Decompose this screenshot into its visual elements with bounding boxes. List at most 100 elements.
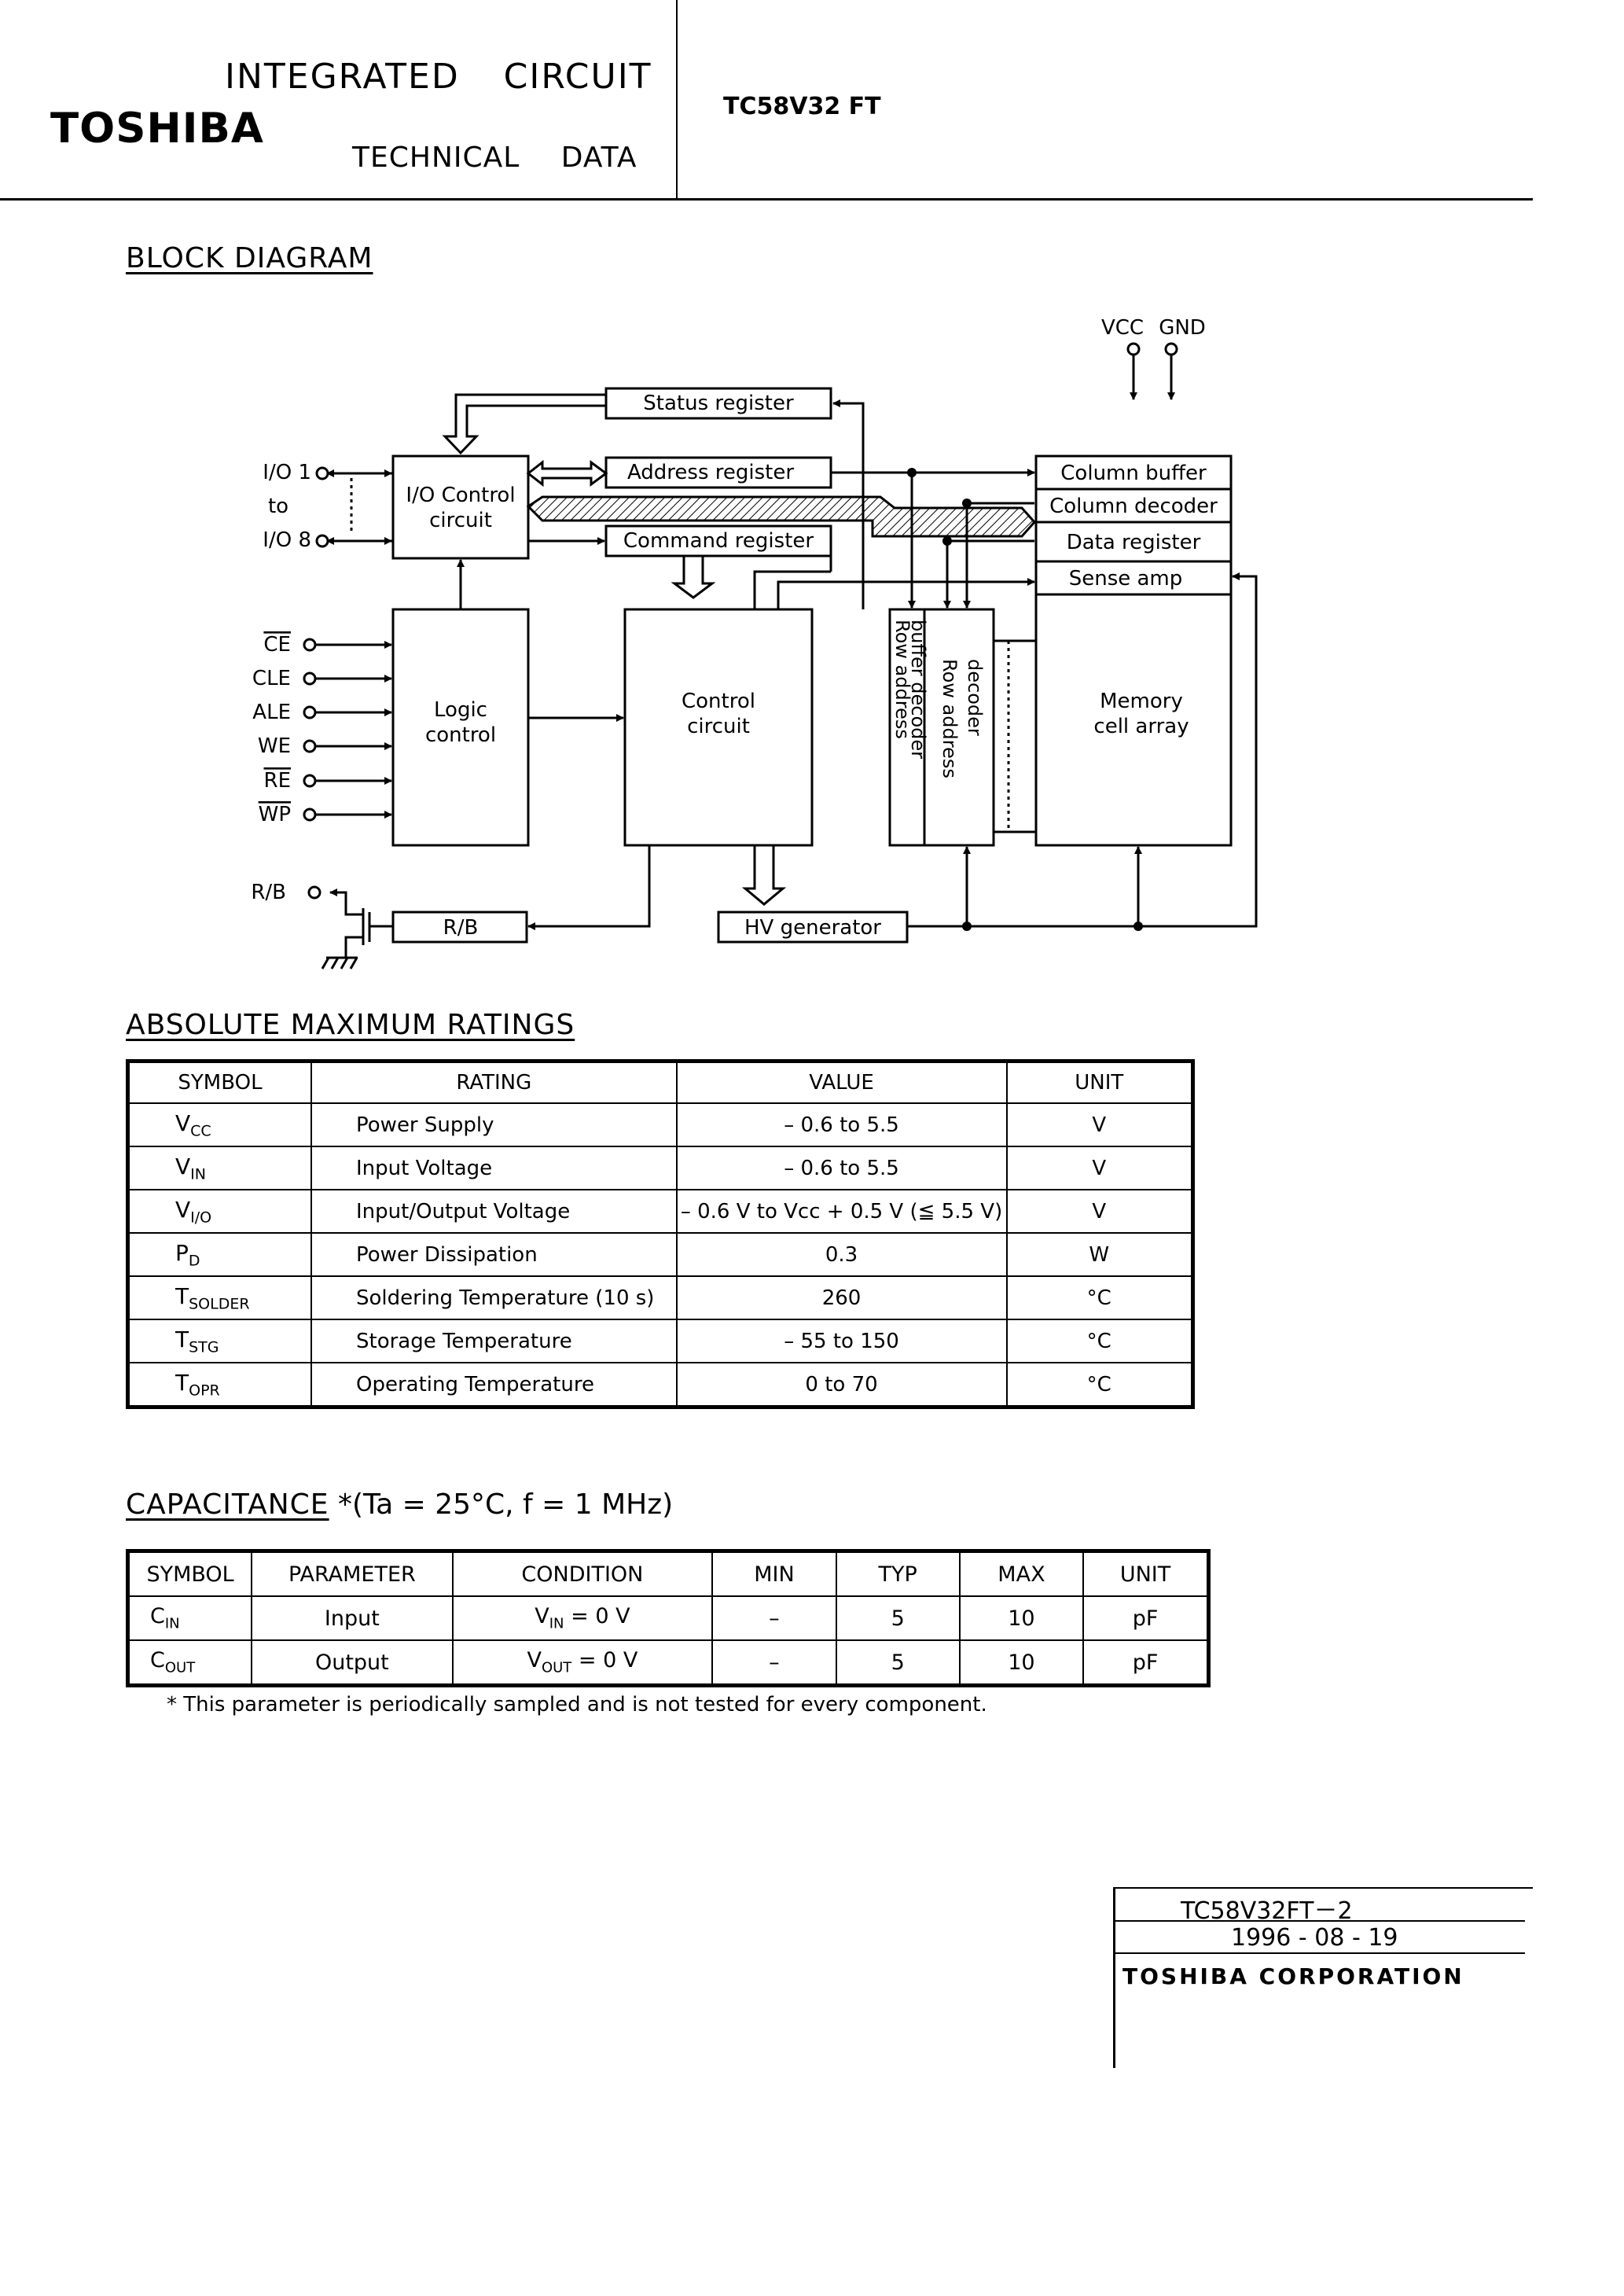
cle-label: CLE (252, 667, 291, 690)
header-cell: UNIT (1005, 1060, 1194, 1104)
header-cell: PARAMETER (251, 1550, 454, 1597)
rating-cell: Power Dissipation (310, 1232, 678, 1277)
rating-cell: Input Voltage (310, 1146, 678, 1190)
we-label: WE (258, 734, 291, 758)
header-cell: UNIT (1082, 1550, 1210, 1597)
condition-subscript: OUT (541, 1659, 572, 1676)
table-header-row: SYMBOL RATING VALUE UNIT (127, 1060, 1194, 1104)
table-header-row: SYMBOL PARAMETER CONDITION MIN TYP MAX U… (127, 1550, 1210, 1597)
symbol-subscript: I/O (190, 1209, 212, 1227)
symbol-cell: VI/O (127, 1189, 313, 1234)
symbol-subscript: IN (164, 1615, 180, 1632)
symbol-text: V (175, 1109, 191, 1136)
header-cell: VALUE (675, 1060, 1008, 1104)
control-circuit-box (623, 608, 814, 847)
min-cell: – (711, 1595, 837, 1641)
header-cell: TYP (835, 1550, 961, 1597)
io-to-label: to (268, 495, 288, 518)
re-label: RE (264, 769, 292, 793)
unit-cell: V (1005, 1146, 1194, 1190)
column-buffer-label: Column buffer (1060, 462, 1207, 485)
value-cell: – 0.6 to 5.5 (675, 1146, 1008, 1190)
symbol-cell: CIN (127, 1595, 253, 1641)
svg-text:cell array: cell array (1093, 715, 1189, 738)
symbol-cell: TOPR (127, 1362, 313, 1408)
header-cell: CONDITION (451, 1550, 714, 1597)
header-integrated-circuit: INTEGRATED CIRCUIT (225, 57, 652, 97)
sense-amp-label: Sense amp (1069, 567, 1183, 591)
header-cell: RATING (310, 1060, 678, 1104)
unit-cell: W (1005, 1232, 1194, 1277)
parameter-cell: Input (251, 1595, 454, 1641)
value-cell: 0 to 70 (675, 1362, 1008, 1408)
data-register-label: Data register (1067, 531, 1201, 554)
memory-cell-array-box (1034, 593, 1233, 847)
footer-rule (1113, 1952, 1525, 1954)
header-cell: MIN (711, 1550, 837, 1597)
row-address-decoder-box (923, 608, 995, 847)
symbol-cell: COUT (127, 1639, 253, 1687)
symbol-subscript: D (188, 1252, 200, 1270)
footer-date: 1996 - 08 - 19 (1231, 1924, 1398, 1952)
svg-text:buffer decoder: buffer decoder (907, 620, 929, 759)
header-cell: MAX (958, 1550, 1085, 1597)
condition-symbol: V (535, 1604, 549, 1629)
io8-label: I/O 8 (263, 528, 311, 552)
footer-rule (1113, 1887, 1115, 2068)
memory-cell-array-label: Memory (1100, 690, 1183, 713)
svg-text:decoder: decoder (964, 659, 986, 736)
symbol-cell: TSOLDER (127, 1275, 313, 1320)
symbol-cell: TSTG (127, 1319, 313, 1363)
block-diagram-title: BLOCK DIAGRAM (126, 242, 373, 274)
footer-rule (1113, 1920, 1525, 1922)
unit-cell: °C (1005, 1319, 1194, 1363)
part-number: TC58V32 FT (723, 93, 881, 120)
header-rule (0, 198, 1533, 201)
capacitance-note: * This parameter is periodically sampled… (167, 1693, 987, 1716)
symbol-subscript: OUT (164, 1659, 196, 1676)
abs-max-title: ABSOLUTE MAXIMUM RATINGS (126, 1009, 575, 1041)
value-cell: 0.3 (675, 1232, 1008, 1277)
capacitance-table: SYMBOL PARAMETER CONDITION MIN TYP MAX U… (126, 1549, 1211, 1687)
header-cell: SYMBOL (127, 1550, 253, 1597)
unit-cell: °C (1005, 1275, 1194, 1320)
symbol-subscript: IN (190, 1165, 206, 1183)
capacitance-condition: *(Ta = 25°C, f = 1 MHz) (338, 1488, 674, 1521)
symbol-text: T (175, 1282, 189, 1309)
io-control-box (391, 454, 530, 560)
header-cell: SYMBOL (127, 1060, 313, 1104)
condition-cell: VOUT = 0 V (451, 1639, 714, 1687)
row-address-buffer-label: Row address (891, 620, 913, 739)
symbol-cell: VCC (127, 1102, 313, 1147)
symbol-cell: PD (127, 1232, 313, 1277)
symbol-text: T (175, 1326, 189, 1352)
unit-cell: V (1005, 1189, 1194, 1234)
footer-corporation: TOSHIBA CORPORATION (1122, 1963, 1464, 1989)
symbol-text: T (175, 1369, 189, 1396)
rb-block-label: R/B (443, 916, 479, 940)
ce-label: CE (263, 633, 291, 657)
unit-cell: pF (1082, 1639, 1210, 1687)
block-diagram: Status register Address register Command… (251, 316, 1258, 970)
parameter-cell: Output (251, 1639, 454, 1687)
io1-label: I/O 1 (263, 461, 311, 484)
control-circuit-label: Control (682, 690, 755, 713)
hv-generator-label: HV generator (744, 916, 881, 940)
symbol-subscript: OPR (189, 1382, 220, 1400)
svg-text:circuit: circuit (429, 509, 492, 532)
max-cell: 10 (958, 1595, 1085, 1641)
capacitance-title: CAPACITANCE (126, 1488, 329, 1521)
rating-cell: Soldering Temperature (10 s) (310, 1275, 678, 1320)
address-register-label: Address register (627, 461, 794, 484)
condition-value: = 0 V (564, 1604, 630, 1629)
rb-pin-label: R/B (251, 881, 286, 904)
